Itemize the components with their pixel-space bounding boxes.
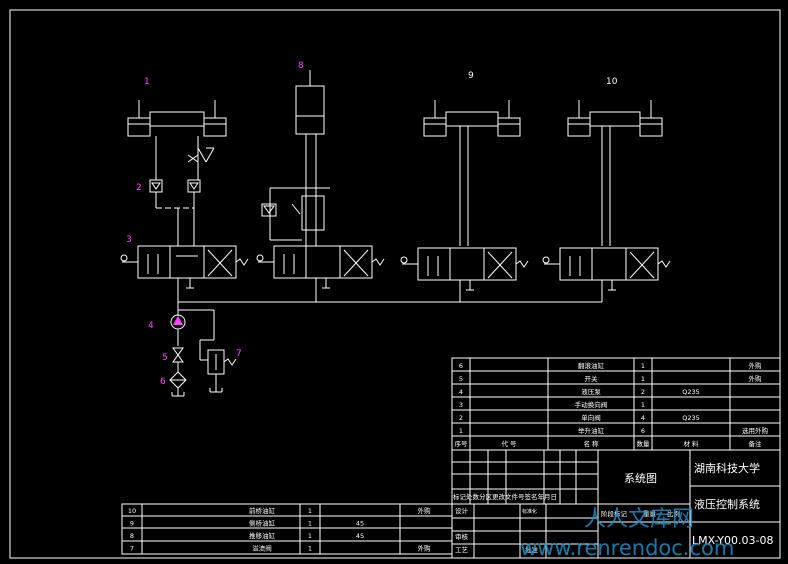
parts-row-name: 液压泵 xyxy=(581,387,601,396)
parts-row-qty: 4 xyxy=(641,414,645,422)
parts-row-name: 开关 xyxy=(585,374,599,383)
approve-label: 批准 xyxy=(525,545,539,554)
standard-label: 标准化 xyxy=(522,508,537,515)
stage-label: 阶段标记 xyxy=(601,509,628,518)
process-label: 工艺 xyxy=(455,546,469,554)
lower-row-no: 9 xyxy=(130,520,134,528)
weight-label: 重量 xyxy=(643,510,657,518)
filter-6 xyxy=(169,371,187,397)
parts-row-name: 翻滚油缸 xyxy=(578,361,605,370)
watermark-logo: 人人文库网 xyxy=(584,507,694,532)
drawing-border xyxy=(9,9,781,559)
parts-row-no: 6 xyxy=(459,362,463,370)
lower-row-qty: 1 xyxy=(308,545,312,553)
scale-label: 比例 xyxy=(667,509,680,518)
lower-row-qty: 1 xyxy=(308,520,312,528)
university-name: 湖南科技大学 xyxy=(694,461,760,475)
parts-row-note: 外购 xyxy=(749,374,763,383)
lower-row-material: 45 xyxy=(356,520,364,528)
sequence-valve xyxy=(261,187,330,241)
label-10: 10 xyxy=(606,77,618,87)
cylinder-9 xyxy=(423,100,521,246)
parts-header-code: 代 号 xyxy=(501,439,517,448)
lower-row-note: 外购 xyxy=(418,544,432,553)
parts-header-material: 材 料 xyxy=(683,439,699,448)
parts-row-note: 外购 xyxy=(749,361,763,370)
label-6: 6 xyxy=(160,377,166,387)
label-9: 9 xyxy=(468,71,474,81)
lower-row-qty: 1 xyxy=(308,532,312,540)
parts-row-note: 选用外购 xyxy=(742,426,769,435)
parts-row-name: 单向阀 xyxy=(581,413,601,422)
parts-row-qty: 1 xyxy=(641,375,645,383)
cylinder-10 xyxy=(567,100,663,246)
design-label: 设计 xyxy=(455,506,469,515)
label-5: 5 xyxy=(162,353,168,363)
lower-row-qty: 1 xyxy=(308,507,312,515)
lower-row-material: 45 xyxy=(356,532,364,540)
lower-row-name: 推移油缸 xyxy=(249,531,276,540)
label-3: 3 xyxy=(126,235,132,245)
directional-valve-10 xyxy=(542,247,671,302)
watermark-url: www.renrendoc.com xyxy=(520,536,734,560)
lower-row-no: 7 xyxy=(130,545,134,553)
lower-row-name: 前桥油缸 xyxy=(249,506,276,515)
label-7: 7 xyxy=(236,349,242,359)
parts-list-table xyxy=(451,357,781,451)
parts-row-qty: 2 xyxy=(641,388,645,396)
parts-row-no: 4 xyxy=(459,388,463,396)
cylinder-8 xyxy=(295,70,325,246)
directional-valve-8 xyxy=(256,245,385,302)
relief-valve-7 xyxy=(199,339,237,393)
directional-valve-9 xyxy=(400,247,529,302)
lower-row-no: 10 xyxy=(128,507,136,515)
lower-row-name: 溢流阀 xyxy=(252,544,272,553)
parts-header-qty: 数量 xyxy=(637,439,651,448)
stop-valve-5 xyxy=(172,347,184,372)
label-1: 1 xyxy=(144,77,150,87)
lower-parts-table xyxy=(121,503,453,555)
label-2: 2 xyxy=(136,183,142,193)
parts-row-name: 举升油缸 xyxy=(578,426,605,435)
parts-header-note: 备注 xyxy=(749,439,763,448)
lower-row-name: 侧桥油缸 xyxy=(249,519,276,528)
parts-row-no: 3 xyxy=(459,401,463,409)
parts-row-no: 1 xyxy=(459,427,463,435)
drawing-title: 系统图 xyxy=(624,472,657,485)
parts-row-name: 手动换向阀 xyxy=(575,400,608,409)
parts-header-name: 名 称 xyxy=(583,439,599,448)
title-block xyxy=(451,449,781,559)
parts-row-material: Q235 xyxy=(682,414,700,422)
cylinder-1 xyxy=(127,100,227,180)
throttle-valve xyxy=(187,147,215,163)
revision-header: 标记处数分区更改文件号签名年月日 xyxy=(453,492,557,501)
parts-row-qty: 1 xyxy=(641,401,645,409)
parts-row-material: Q235 xyxy=(682,388,700,396)
pump-4 xyxy=(170,314,186,346)
lower-row-no: 8 xyxy=(130,532,134,540)
parts-row-no: 2 xyxy=(459,414,463,422)
parts-row-qty: 6 xyxy=(641,427,645,435)
directional-valve-3 xyxy=(120,245,249,302)
system-name: 液压控制系统 xyxy=(694,497,760,511)
parts-header-no: 序号 xyxy=(455,439,469,448)
lower-row-note: 外购 xyxy=(418,506,432,515)
parts-row-no: 5 xyxy=(459,375,463,383)
drawing-number: LMX-Y00.03-08 xyxy=(692,534,773,547)
review-label: 审核 xyxy=(455,532,469,541)
label-4: 4 xyxy=(148,321,154,331)
parts-row-qty: 1 xyxy=(641,362,645,370)
label-8: 8 xyxy=(298,61,304,71)
check-valve-2 xyxy=(149,179,201,246)
